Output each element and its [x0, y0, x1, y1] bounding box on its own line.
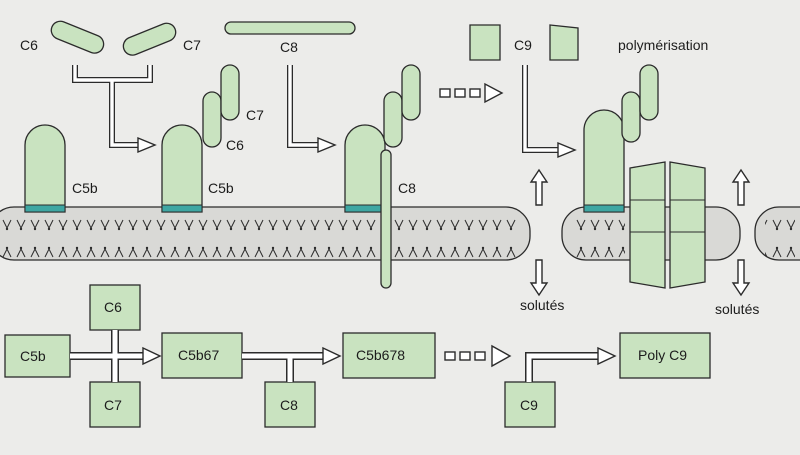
c5b-protein-4: [583, 109, 625, 213]
c8-protein-free: [224, 21, 356, 35]
c6-label-bound: C6: [226, 137, 244, 153]
flow-c7-label: C7: [104, 397, 122, 413]
membrane-bilayer-left: [0, 206, 531, 261]
flow-join-c8: [242, 353, 325, 382]
c6-protein-free: [50, 20, 105, 54]
c7-label: C7: [183, 37, 201, 53]
flow-c9-box: [504, 381, 556, 428]
c9-label: C9: [514, 37, 532, 53]
solutes-arrow-1: [529, 168, 549, 297]
flow-c6-box: [89, 284, 141, 331]
flow-join-c6-c7: [70, 330, 145, 382]
c8-protein-inserted: [380, 149, 392, 289]
dashed-arrow-top: [439, 82, 504, 104]
flow-arrow-3: [597, 346, 617, 366]
arrow-c8-join: [288, 65, 320, 147]
c6-protein-stage4: [621, 91, 641, 143]
solutes-label-2: solutés: [715, 301, 759, 317]
solutes-arrow-2: [731, 168, 751, 297]
poly-c9-pore-right: [669, 161, 706, 289]
flow-c8-box: [264, 381, 316, 428]
c5b-label-2: C5b: [208, 180, 234, 196]
solutes-label-1: solutés: [520, 297, 564, 313]
flow-polyc9-box: [619, 332, 711, 379]
flow-c8-label: C8: [280, 397, 298, 413]
c9-protein-free-right: [549, 24, 579, 61]
flow-join-c9: [526, 353, 600, 382]
arrow-head-3: [557, 141, 577, 159]
c7-protein-stage4: [639, 64, 659, 121]
c7-protein-free: [122, 22, 177, 56]
membrane-bilayer-right: [754, 206, 800, 261]
c8-label-inserted: C8: [398, 180, 416, 196]
arrow-head-1: [137, 136, 157, 154]
flow-polyc9-label: Poly C9: [638, 347, 687, 363]
c5b-protein-2: [161, 124, 203, 213]
flow-arrow-1: [142, 346, 162, 366]
c7-label-bound: C7: [246, 107, 264, 123]
c6-protein-stage3: [383, 91, 403, 148]
arrow-c6-c7-join: [73, 65, 152, 147]
c7-protein-bound: [220, 64, 240, 121]
flow-dashed-arrow: [444, 344, 512, 368]
flow-c5b678-label: C5b678: [356, 347, 405, 363]
flow-c5b-label: C5b: [20, 348, 46, 364]
polymerisation-label: polymérisation: [618, 37, 708, 53]
c8-label: C8: [280, 39, 298, 55]
arrow-c9-join: [523, 65, 560, 152]
c5b-protein-3: [344, 124, 386, 213]
c5b-label-1: C5b: [72, 180, 98, 196]
flow-c9-label: C9: [520, 397, 538, 413]
c7-protein-stage3: [401, 64, 421, 121]
flow-arrow-2: [322, 346, 342, 366]
c6-label: C6: [20, 37, 38, 53]
c5b-protein-1: [24, 124, 66, 213]
arrow-head-2: [317, 136, 337, 154]
c9-protein-free-left: [469, 24, 501, 61]
flow-c7-box: [89, 381, 141, 428]
poly-c9-pore-left: [629, 161, 666, 289]
flow-c5b67-label: C5b67: [178, 347, 219, 363]
c6-protein-bound: [202, 91, 222, 148]
flow-c6-label: C6: [104, 299, 122, 315]
flow-c5b678-box: [342, 332, 436, 379]
